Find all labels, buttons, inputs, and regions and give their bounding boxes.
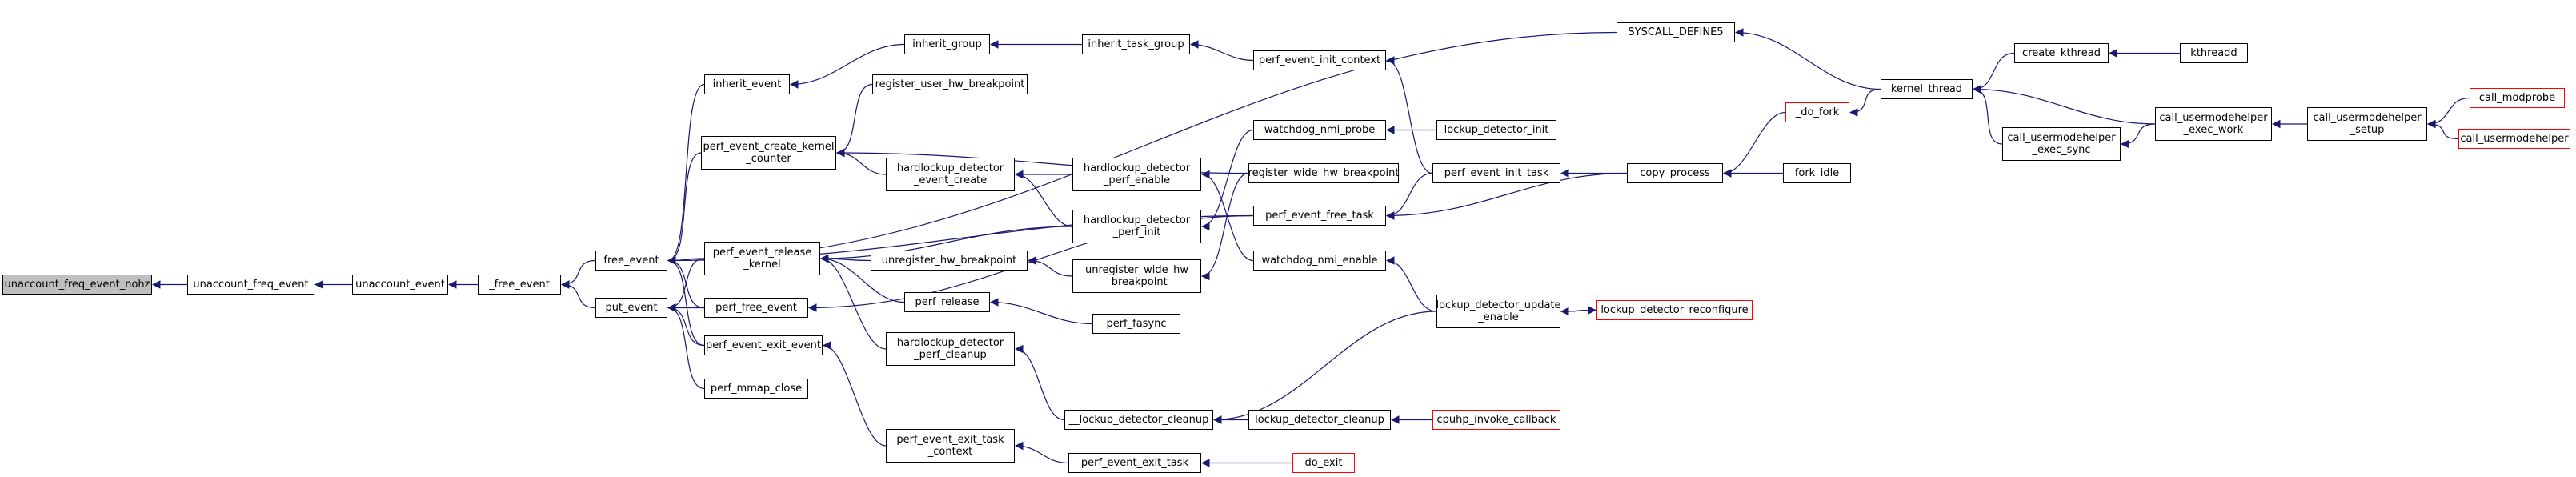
call-edge (1200, 129, 1254, 231)
node-free-event[interactable]: free_event (595, 251, 667, 271)
call-edge (819, 254, 887, 350)
node-perf-fasync[interactable]: perf_fasync (1092, 314, 1180, 334)
call-edge (1200, 170, 1254, 262)
node-lockup-detector-init[interactable]: lockup_detector_init (1436, 120, 1556, 140)
call-edge (1385, 172, 1628, 220)
node-syscall-define5[interactable]: SYSCALL_DEFINE5 (1617, 22, 1735, 42)
node-create-kthread[interactable]: create_kthread (2014, 43, 2109, 63)
node-inherit-group[interactable]: inherit_group (904, 34, 990, 54)
call-edge (1014, 170, 1073, 227)
call-edge (1734, 28, 1881, 90)
node-cpuhp-invoke-callback[interactable]: cpuhp_invoke_callback (1432, 410, 1560, 430)
node-perf-event-create-kernel-counter[interactable]: perf_event_create_kernel _counter (701, 136, 836, 170)
node-unaccount-freq-event-nohz: unaccount_freq_event_nohz (2, 275, 152, 295)
node-inherit-task-group[interactable]: inherit_task_group (1082, 34, 1190, 54)
node-perf-free-event[interactable]: perf_free_event (704, 298, 808, 318)
node-perf-event-exit-task[interactable]: perf_event_exit_task (1068, 453, 1201, 473)
call-edge (1212, 311, 1437, 424)
call-edge (819, 226, 1073, 263)
node-unregister-hw-breakpoint[interactable]: unregister_hw_breakpoint (871, 251, 1028, 271)
node-call-usermodehelper-setup[interactable]: call_usermodehelper _setup (2307, 107, 2427, 141)
call-edge (2426, 97, 2470, 129)
call-edge (1849, 88, 1881, 117)
node-call-usermodehelper[interactable]: call_usermodehelper (2458, 129, 2570, 149)
node-watchdog-nmi-enable[interactable]: watchdog_nmi_enable (1253, 251, 1386, 271)
call-edge (1385, 56, 1433, 174)
call-edge (989, 298, 1093, 325)
node-lockup-detector-cleanup-internal[interactable]: __lockup_detector_cleanup (1064, 410, 1213, 430)
node-kthreadd[interactable]: kthreadd (2180, 43, 2248, 63)
call-edge (560, 280, 596, 309)
call-edge (1189, 40, 1254, 62)
node-copy-process[interactable]: copy_process (1627, 163, 1723, 183)
node-fork-idle[interactable]: fork_idle (1783, 163, 1851, 183)
node-perf-mmap-close[interactable]: perf_mmap_close (704, 379, 808, 399)
call-edge (667, 256, 705, 347)
call-edge (1200, 172, 1249, 281)
node-put-event[interactable]: put_event (595, 298, 667, 318)
node-do-fork[interactable]: _do_fork (1785, 102, 1849, 122)
node-perf-event-init-task[interactable]: perf_event_init_task (1432, 163, 1560, 183)
node-unaccount-freq-event[interactable]: unaccount_freq_event (187, 275, 314, 295)
node-hardlockup-detector-perf-init[interactable]: hardlockup_detector _perf_init (1072, 210, 1201, 243)
node-perf-event-exit-event[interactable]: perf_event_exit_event (704, 335, 823, 355)
call-edge (835, 148, 887, 175)
call-edge (1014, 344, 1065, 421)
node-lockup-detector-cleanup[interactable]: lockup_detector_cleanup (1248, 410, 1391, 430)
call-edge (2426, 119, 2459, 140)
call-edge (667, 152, 702, 265)
node-do-exit[interactable]: do_exit (1292, 453, 1355, 473)
call-edge (1972, 85, 2003, 145)
node-perf-event-release-kernel[interactable]: perf_event_release _kernel (704, 242, 820, 275)
call-edge (667, 83, 705, 265)
call-edge (667, 31, 1617, 265)
node-call-usermodehelper-exec-sync[interactable]: call_usermodehelper _exec_sync (2002, 127, 2121, 161)
node-perf-event-init-context[interactable]: perf_event_init_context (1253, 50, 1386, 70)
node-hardlockup-detector-perf-enable[interactable]: hardlockup_detector _perf_enable (1072, 158, 1201, 191)
call-edge (1972, 52, 2015, 94)
node-watchdog-nmi-probe[interactable]: watchdog_nmi_probe (1253, 120, 1386, 140)
node-lockup-detector-update-enable[interactable]: lockup_detector_update _enable (1436, 295, 1561, 328)
call-edge (1385, 256, 1437, 312)
call-edge (667, 303, 705, 390)
node-lockup-detector-reconfigure[interactable]: lockup_detector_reconfigure (1596, 300, 1753, 320)
node-hardlockup-detector-event-create[interactable]: hardlockup_detector _event_create (886, 158, 1015, 191)
node-hardlockup-detector-perf-cleanup[interactable]: hardlockup_detector _perf_cleanup (886, 332, 1015, 366)
call-edge (2120, 123, 2156, 149)
call-edge (1027, 256, 1073, 277)
node-unaccount-event[interactable]: unaccount_event (352, 275, 448, 295)
call-edge (1014, 441, 1069, 464)
node-register-wide-hw-breakpoint[interactable]: register_wide_hw_breakpoint (1248, 163, 1399, 183)
call-edge (667, 303, 705, 347)
node-register-user-hw-breakpoint[interactable]: register_user_hw_breakpoint (872, 74, 1028, 94)
call-edge (1972, 85, 2156, 125)
call-edge (1560, 306, 1597, 315)
node-perf-release[interactable]: perf_release (904, 292, 990, 312)
node-free-event-internal[interactable]: _free_event (478, 275, 561, 295)
call-edge (789, 43, 905, 89)
call-edge (560, 259, 596, 289)
node-inherit-event[interactable]: inherit_event (704, 74, 790, 94)
call-edge (835, 83, 873, 158)
node-call-modprobe[interactable]: call_modprobe (2470, 88, 2565, 108)
node-unregister-wide-hw-breakpoint[interactable]: unregister_wide_hw _breakpoint (1072, 259, 1201, 293)
call-edge (822, 341, 887, 447)
node-kernel-thread[interactable]: kernel_thread (1881, 79, 1973, 99)
node-perf-event-exit-task-context[interactable]: perf_event_exit_task _context (886, 429, 1015, 463)
node-call-usermodehelper-exec-work[interactable]: call_usermodehelper _exec_work (2155, 107, 2272, 141)
node-perf-event-free-task[interactable]: perf_event_free_task (1253, 206, 1386, 226)
call-edge (1722, 111, 1786, 178)
